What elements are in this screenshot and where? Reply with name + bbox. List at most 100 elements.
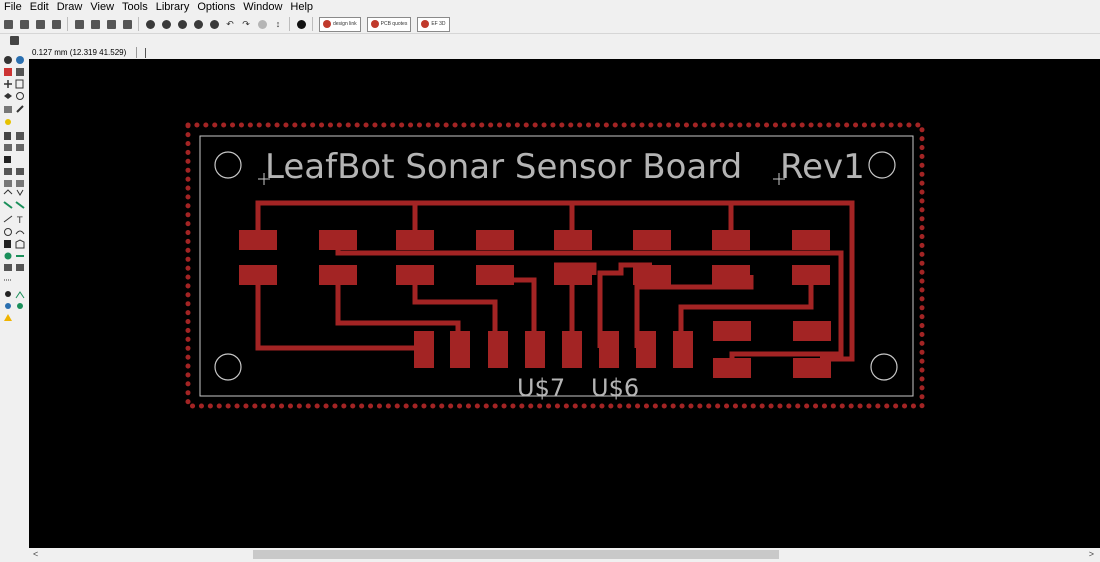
copy-icon[interactable] bbox=[15, 79, 24, 89]
ratsnest-icon[interactable] bbox=[5, 291, 11, 297]
scroll-left-icon[interactable]: < bbox=[33, 549, 39, 559]
menu-draw[interactable]: Draw bbox=[56, 1, 83, 13]
pad bbox=[713, 358, 751, 378]
menu-bar: File Edit Draw View Tools Library Option… bbox=[0, 0, 1100, 15]
optimize-icon[interactable] bbox=[16, 180, 24, 187]
origin-cross bbox=[773, 173, 785, 185]
warning-icon[interactable] bbox=[4, 314, 12, 321]
undo-icon[interactable]: ↶ bbox=[226, 18, 234, 29]
circle-icon[interactable] bbox=[4, 228, 12, 236]
change-icon[interactable] bbox=[16, 168, 24, 175]
smash-icon[interactable] bbox=[4, 168, 12, 175]
window-icon[interactable] bbox=[121, 18, 133, 30]
traces bbox=[255, 200, 855, 364]
show-icon[interactable] bbox=[16, 56, 24, 64]
scrollbar-thumb[interactable] bbox=[253, 550, 779, 559]
pad bbox=[554, 265, 592, 285]
wrench-icon[interactable] bbox=[16, 105, 24, 113]
group-icon[interactable] bbox=[4, 106, 12, 113]
redo-icon[interactable]: ↷ bbox=[242, 18, 250, 29]
command-palette: T bbox=[0, 46, 29, 550]
save-icon[interactable] bbox=[18, 18, 30, 30]
trace-icon[interactable] bbox=[15, 201, 25, 209]
rect-icon[interactable] bbox=[4, 240, 11, 248]
run-icon[interactable] bbox=[105, 18, 117, 30]
print-icon[interactable] bbox=[34, 18, 46, 30]
board-revision: Rev1 bbox=[780, 147, 865, 187]
board-canvas[interactable]: LeafBot Sonar Sensor Board Rev1 U$7 U$6 bbox=[29, 59, 1100, 548]
pad bbox=[554, 230, 592, 250]
ulp-icon[interactable] bbox=[89, 18, 101, 30]
errors-icon[interactable] bbox=[17, 303, 23, 309]
mirror-icon[interactable] bbox=[4, 93, 12, 99]
polygon-icon[interactable] bbox=[15, 239, 25, 249]
mounting-hole-bl bbox=[214, 353, 242, 381]
route-icon[interactable] bbox=[3, 189, 13, 195]
menu-edit[interactable]: Edit bbox=[29, 1, 49, 13]
keepout-frame bbox=[185, 122, 925, 409]
zoom-fit-icon[interactable] bbox=[144, 18, 156, 30]
info-icon[interactable] bbox=[4, 56, 12, 64]
via-icon[interactable] bbox=[4, 252, 12, 260]
move-icon[interactable] bbox=[4, 80, 12, 88]
toolbar-separator bbox=[289, 17, 290, 31]
attribute-icon[interactable] bbox=[16, 264, 24, 271]
rotate-icon[interactable] bbox=[16, 92, 24, 100]
pad bbox=[525, 331, 545, 368]
pad bbox=[396, 265, 434, 285]
delete-icon[interactable] bbox=[4, 132, 11, 140]
design-link-button[interactable]: design link bbox=[319, 16, 361, 32]
pads bbox=[239, 230, 831, 378]
toolbar-separator bbox=[67, 17, 68, 31]
horizontal-scrollbar[interactable]: < > bbox=[29, 548, 1100, 562]
pad bbox=[712, 230, 750, 250]
add-icon[interactable] bbox=[16, 132, 24, 140]
help-icon[interactable] bbox=[295, 18, 307, 30]
pad bbox=[793, 358, 831, 378]
menu-options[interactable]: Options bbox=[197, 1, 236, 13]
go-icon[interactable]: ↕ bbox=[275, 19, 281, 29]
text-icon[interactable]: T bbox=[16, 216, 23, 226]
zoom-select-icon[interactable] bbox=[208, 18, 220, 30]
pad bbox=[633, 265, 671, 285]
hole-icon[interactable] bbox=[4, 264, 12, 271]
trace bbox=[412, 275, 498, 348]
menu-file[interactable]: File bbox=[4, 1, 22, 13]
board-drawing: LeafBot Sonar Sensor Board Rev1 U$7 U$6 bbox=[185, 122, 925, 409]
menu-window[interactable]: Window bbox=[243, 1, 283, 13]
command-line-input[interactable] bbox=[145, 47, 148, 58]
open-icon[interactable] bbox=[2, 18, 14, 30]
menu-view[interactable]: View bbox=[90, 1, 115, 13]
pcb-quotes-button[interactable]: PCB quotes bbox=[366, 16, 412, 32]
menu-tools[interactable]: Tools bbox=[122, 1, 148, 13]
svg-text:T: T bbox=[16, 216, 23, 226]
line-icon[interactable] bbox=[3, 215, 13, 223]
design-link-label: design link bbox=[333, 21, 357, 27]
wire-icon[interactable] bbox=[3, 201, 13, 209]
cam-icon[interactable] bbox=[50, 18, 62, 30]
ripup-icon[interactable] bbox=[16, 189, 24, 196]
scroll-right-icon[interactable]: > bbox=[1088, 549, 1094, 559]
arc-icon[interactable] bbox=[15, 230, 25, 235]
pad bbox=[239, 265, 277, 285]
name-icon[interactable] bbox=[4, 144, 12, 151]
script-icon[interactable] bbox=[73, 18, 85, 30]
split-icon[interactable] bbox=[4, 180, 12, 187]
zoom-out-icon[interactable] bbox=[176, 18, 188, 30]
grid-icon[interactable] bbox=[8, 34, 20, 46]
lock-icon[interactable] bbox=[4, 156, 11, 163]
pad bbox=[488, 331, 508, 368]
menu-help[interactable]: Help bbox=[290, 1, 314, 13]
zoom-in-icon[interactable] bbox=[160, 18, 172, 30]
display-icon[interactable] bbox=[4, 68, 12, 76]
stop-icon[interactable] bbox=[256, 18, 268, 30]
menu-library[interactable]: Library bbox=[155, 1, 190, 13]
drc-icon[interactable] bbox=[5, 303, 11, 309]
value-icon[interactable] bbox=[16, 144, 24, 151]
mark-icon[interactable] bbox=[16, 68, 24, 76]
pad bbox=[319, 265, 357, 285]
autoroute-icon[interactable] bbox=[15, 291, 25, 299]
paste-icon[interactable] bbox=[5, 119, 11, 125]
zoom-redraw-icon[interactable] bbox=[192, 18, 204, 30]
ef-3d-button[interactable]: EF 3D bbox=[417, 16, 450, 32]
